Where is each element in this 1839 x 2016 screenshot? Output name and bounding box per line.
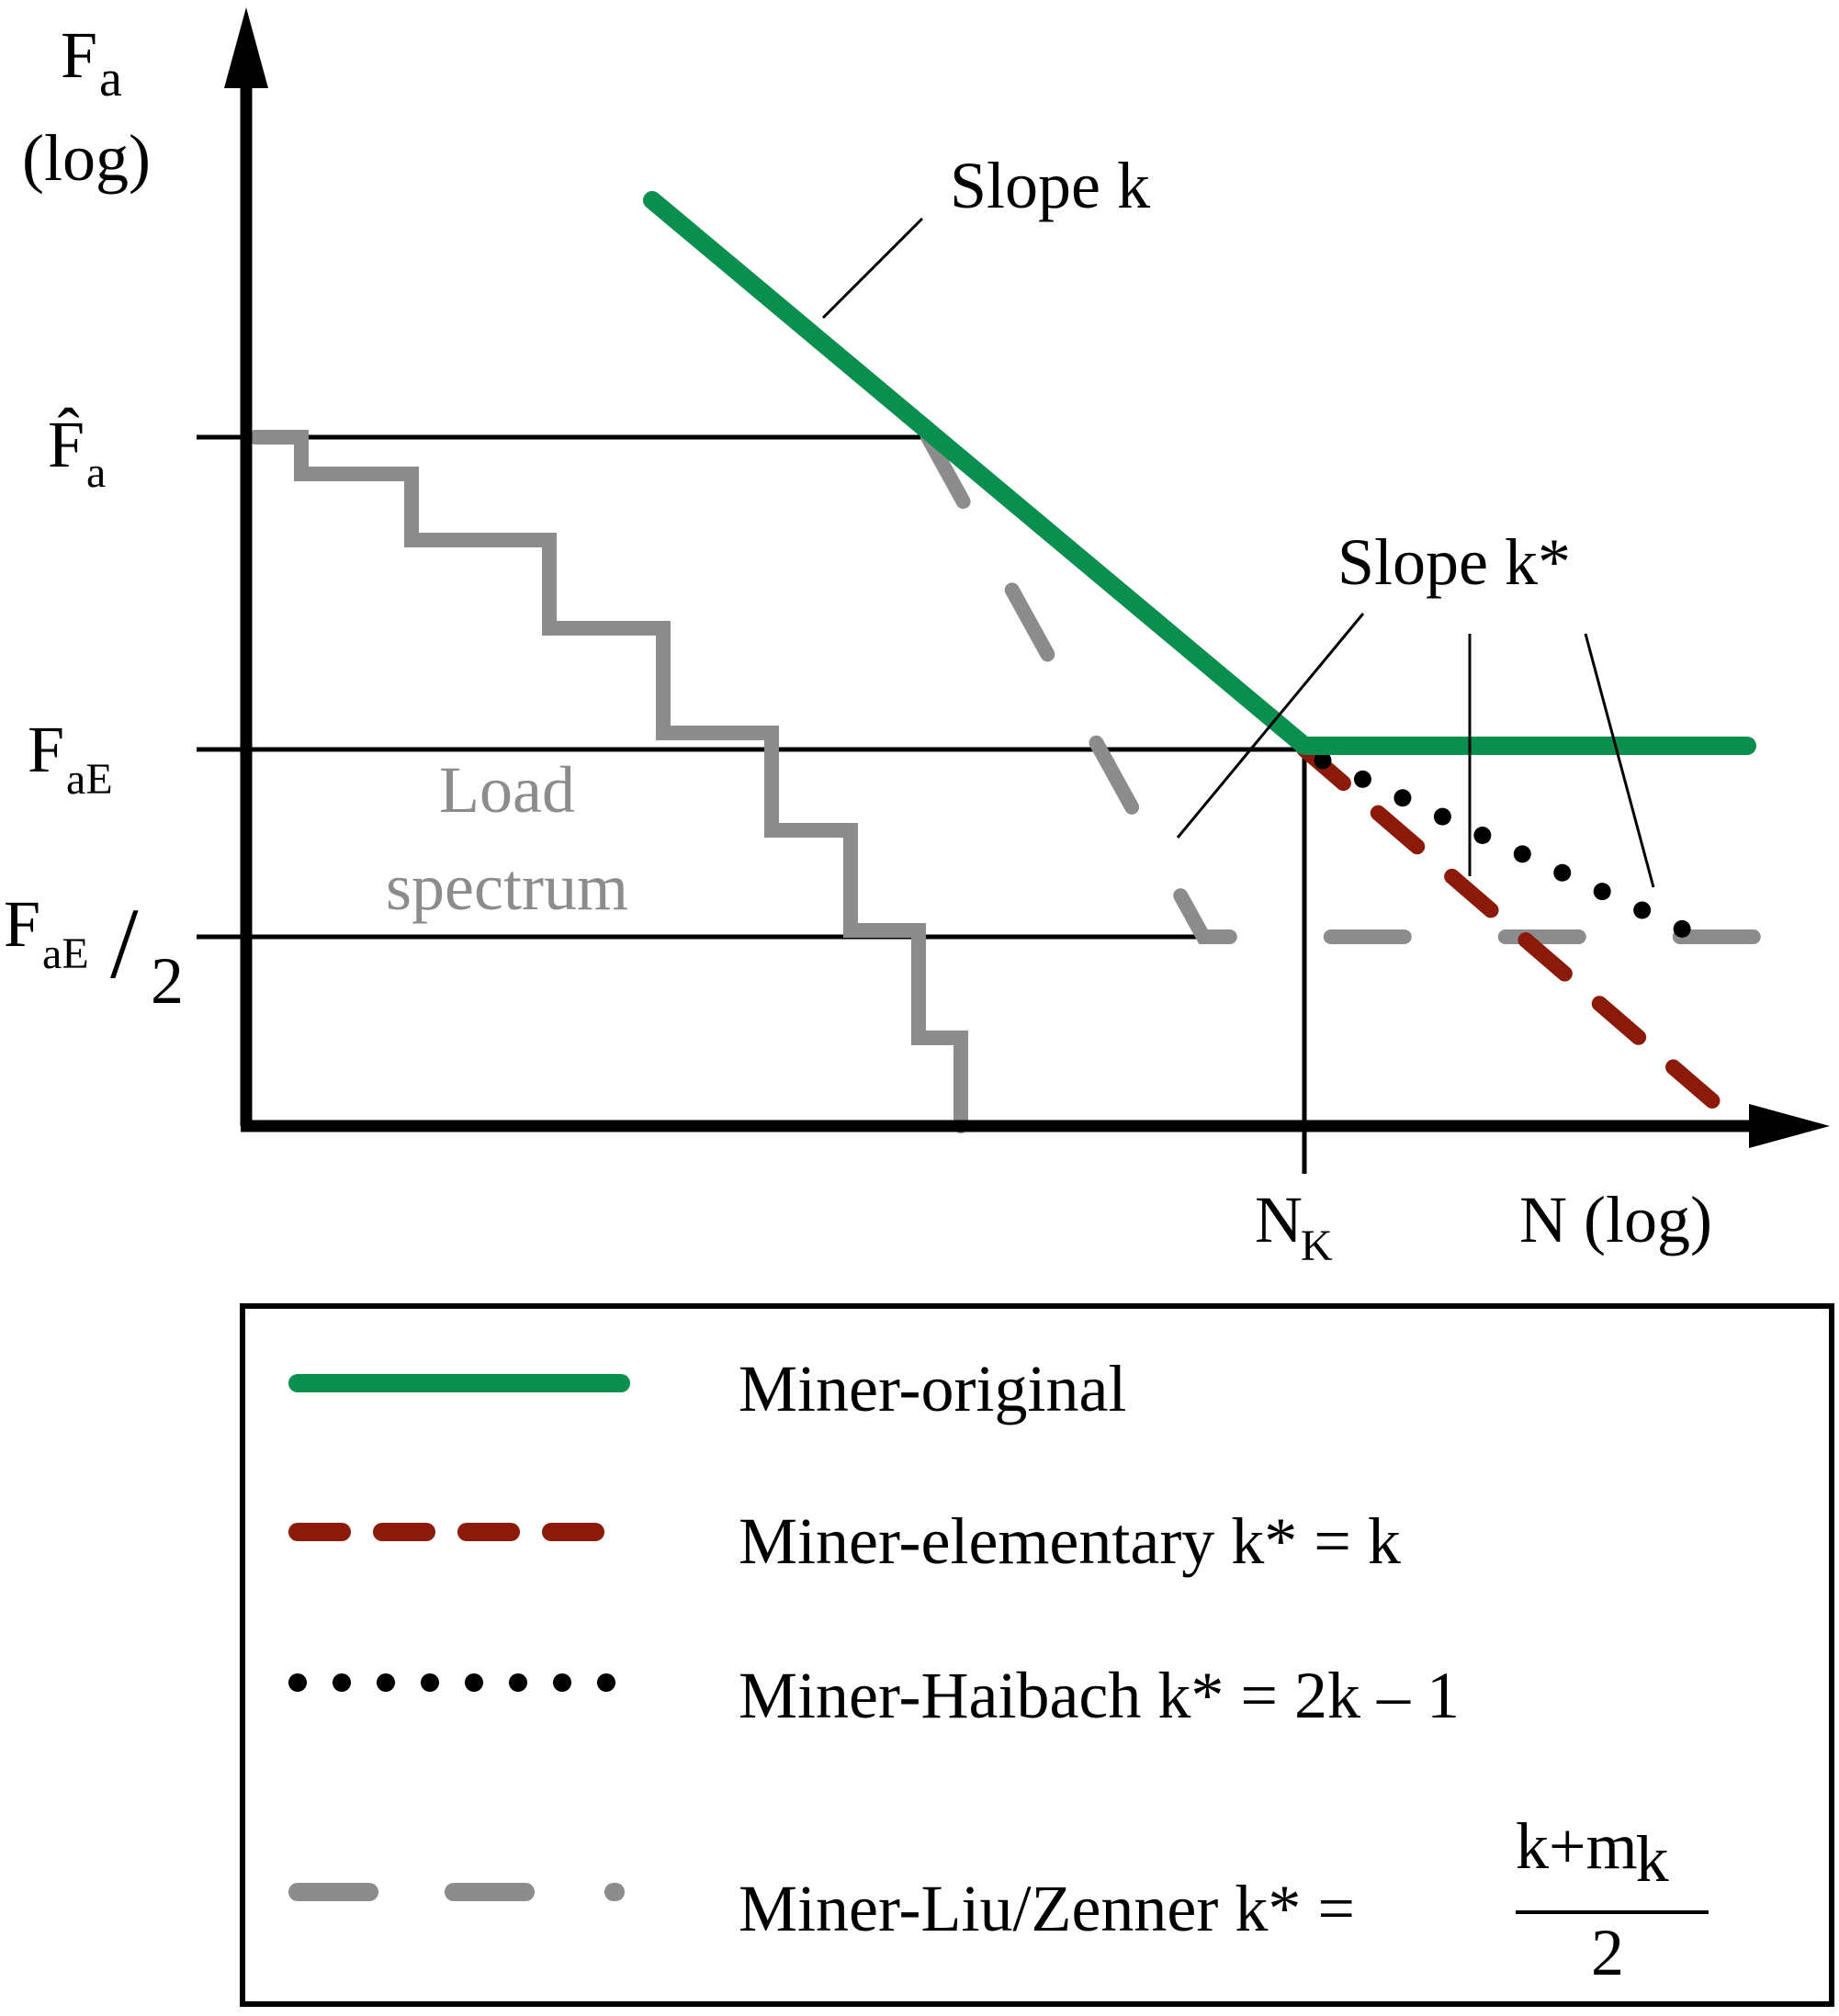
miner-haibach-curve xyxy=(1314,751,1716,950)
y-axis-title-subscript: a xyxy=(99,51,122,107)
fae-label: FaE xyxy=(28,713,113,804)
y-axis-scale-label: (log) xyxy=(22,121,151,195)
legend-label-miner-original: Miner-original xyxy=(739,1352,1126,1425)
slope-k-star-leader-1 xyxy=(1176,613,1365,839)
slope-k-label: Slope k xyxy=(950,149,1150,222)
legend-label-miner-elementary: Miner-elementary k* = k xyxy=(739,1504,1401,1578)
miner-liu-zenner-curve xyxy=(920,430,1762,944)
y-axis-arrow-icon xyxy=(224,7,268,88)
legend: Miner-original Miner-elementary k* = k M… xyxy=(240,1303,1834,2007)
slope-k-star-label: Slope k* xyxy=(1337,525,1571,599)
y-axis-title: Fa xyxy=(61,18,122,107)
nk-label: NK xyxy=(1255,1183,1333,1270)
fa-hat-label: F̂a xyxy=(48,408,106,497)
x-axis-arrow-icon xyxy=(1749,1104,1830,1148)
fae-half-label: FaE xyxy=(4,887,89,978)
fae-half-denominator: 2 xyxy=(151,944,184,1018)
legend-label-miner-haibach: Miner-Haibach k* = 2k – 1 xyxy=(739,1659,1460,1732)
miner-original-curve xyxy=(643,191,1756,755)
liu-zenner-fraction-numerator: k+mk xyxy=(1516,1809,1669,1896)
load-spectrum-curve xyxy=(248,430,968,1133)
load-spectrum-label-line2: spectrum xyxy=(386,850,628,924)
legend-label-miner-liu-zenner: Miner-Liu/Zenner k* = xyxy=(739,1872,1355,1945)
liu-zenner-fraction-denominator: 2 xyxy=(1591,1916,1624,1989)
x-axis-title: N (log) xyxy=(1519,1183,1712,1256)
slope-k-star-leader-3 xyxy=(1584,633,1655,888)
miner-elementary-curve xyxy=(1296,741,1737,1123)
slope-k-leader xyxy=(821,217,924,320)
load-spectrum-label-line1: Load xyxy=(439,753,575,827)
fae-half-slash: / xyxy=(110,887,139,999)
